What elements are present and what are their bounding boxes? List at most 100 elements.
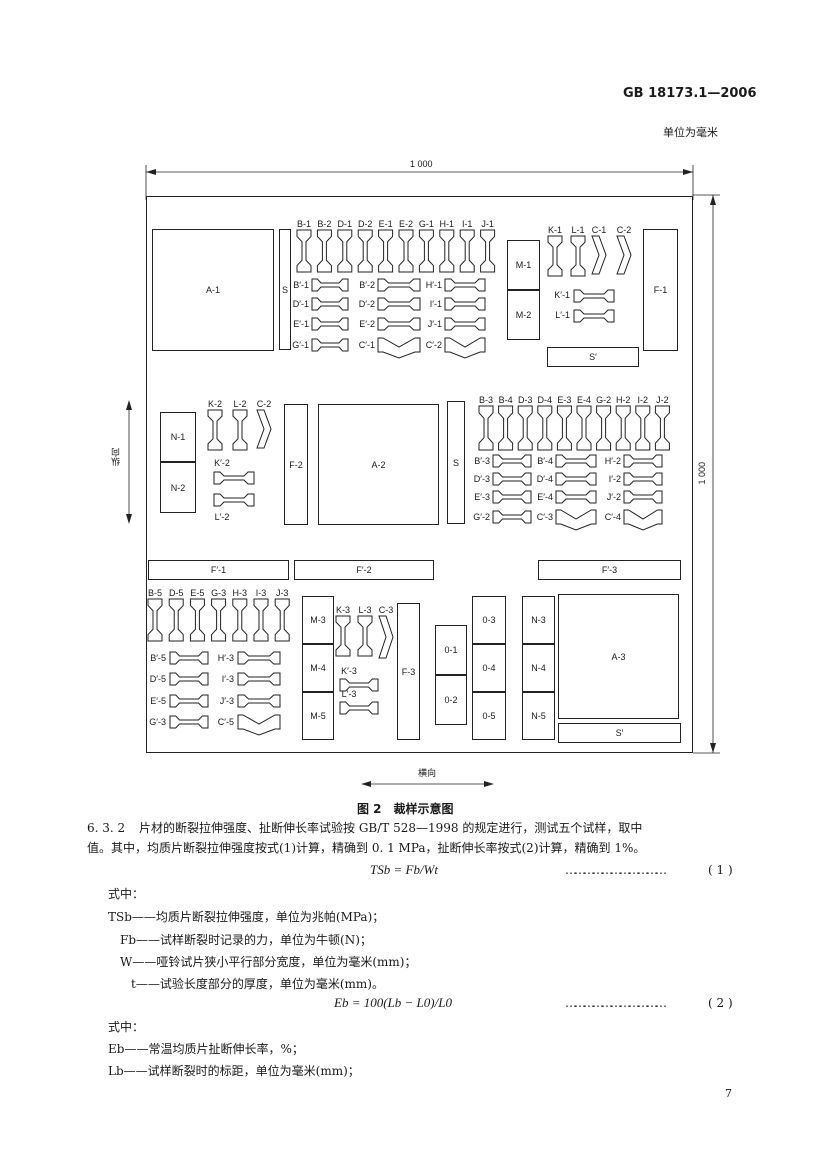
dumbbell-vertical [253,598,269,642]
dumbbell-horizontal [555,490,597,504]
dumbbell-horizontal [623,454,663,468]
specimen-label: J′-3 [220,696,234,706]
specimen-label: K′-1 [554,290,570,300]
angle-specimen-horizontal [555,509,597,531]
dumbbell-vertical [357,615,373,657]
specimen-label: G′-3 [149,717,166,727]
definition-fb: Fb——试样断裂时记录的力，单位为牛顿(N)； [120,933,372,947]
dumbbell-vertical [480,229,496,273]
specimen-label: K-2 [208,399,222,409]
dumbbell-horizontal [311,338,349,352]
specimen-label: H′-3 [218,653,234,663]
dumbbell-vertical [537,405,553,451]
dumbbell-vertical [418,229,434,273]
specimen-label: C-2 [257,399,272,409]
piece-a1: A-1 [152,229,274,351]
specimen-label: B-3 [479,395,493,405]
angle-specimen-horizontal [237,714,281,736]
dumbbell-horizontal [623,472,663,486]
definition-lb: Lb——试样断裂时的标距，单位为毫米(mm)； [108,1064,360,1078]
specimen-label: H-3 [233,588,248,598]
piece-a2: A-2 [318,404,439,525]
dumbbell-vertical [147,598,163,642]
specimen-label: G′-2 [473,512,490,522]
dumbbell-horizontal [377,297,421,311]
piece-s1: S [279,229,291,350]
dumbbell-horizontal [311,297,349,311]
dumbbell-vertical [232,409,248,451]
specimen-label: L′-2 [215,512,230,522]
specimen-label: B′-1 [293,280,309,290]
angle-specimen [378,615,394,659]
specimen-label: J′-1 [428,319,442,329]
dumbbell-vertical [378,229,394,273]
angle-specimen-horizontal [623,509,663,531]
specimen-label: H′-2 [605,456,621,466]
dumbbell-horizontal [237,694,281,708]
piece-o5: 0-5 [472,692,506,740]
angle-specimen [616,235,632,275]
specimen-label: K-1 [548,225,562,235]
specimen-label: C-2 [617,225,632,235]
formula-2-leader: …………………………… [565,996,667,1010]
dumbbell-vertical [357,229,373,273]
specimen-label: B′-2 [359,280,375,290]
formula-1-leader: …………………………… [565,863,667,877]
specimen-label: E′-4 [537,492,553,502]
piece-n1: N-1 [160,412,196,462]
specimen-label: E′-2 [359,319,375,329]
dumbbell-horizontal [555,454,597,468]
section-line-2: 值。其中，均质片断裂拉伸强度按式(1)计算，精确到 0. 1 MPa，扯断伸长率… [87,841,646,855]
dumbbell-vertical [517,405,533,451]
piece-m4: M-4 [302,644,334,692]
specimen-label: B-4 [499,395,513,405]
dumbbell-horizontal [311,317,349,331]
piece-m1: M-1 [507,240,540,290]
dumbbell-vertical [189,598,205,642]
specimen-label: E′-1 [293,319,309,329]
specimen-label: C-1 [592,225,607,235]
dumbbell-vertical [654,405,670,451]
specimen-label: H-1 [440,219,455,229]
piece-f-prime-1: F′-1 [148,560,289,580]
transverse-label: 横向 [418,768,437,778]
piece-n5: N-5 [522,692,555,740]
specimen-label: J-1 [481,219,494,229]
specimen-label: L-1 [571,225,584,235]
specimen-label: I-1 [462,219,473,229]
piece-s2: S [447,401,465,524]
dumbbell-horizontal [444,297,486,311]
specimen-label: C-3 [379,605,394,615]
specimen-label: C′-4 [605,512,621,522]
formula-1-number: ( 1 ) [708,863,733,877]
piece-o4: 0-4 [472,644,506,692]
specimen-label: I-2 [638,395,649,405]
piece-m3: M-3 [302,596,334,644]
dumbbell-horizontal [623,490,663,504]
standard-number: GB 18173.1—2006 [623,86,757,101]
definition-w: W——哑铃试片狭小平行部分宽度，单位为毫米(mm)； [120,955,417,969]
figure-dimension-lines [126,165,720,787]
specimen-label: J-3 [276,588,289,598]
specimen-label: I′-2 [609,474,621,484]
dumbbell-horizontal [169,694,209,708]
dumbbell-vertical [547,235,563,277]
piece-f2: F-2 [284,404,308,525]
dumbbell-horizontal [213,471,255,485]
dumbbell-horizontal [377,317,421,331]
specimen-label: L-3 [358,605,371,615]
specimen-label: G′-1 [292,340,309,350]
angle-specimen [591,235,607,275]
piece-o3: 0-3 [472,596,506,644]
specimen-label: E-3 [557,395,571,405]
piece-a3: A-3 [558,594,679,719]
dumbbell-vertical [478,405,494,451]
specimen-label: D-3 [518,395,533,405]
piece-o1: 0-1 [435,625,467,675]
specimen-label: H-2 [616,395,631,405]
specimen-label: K′-2 [214,458,230,468]
specimen-label: L′-3 [342,689,357,699]
specimen-label: C′-5 [218,717,234,727]
dumbbell-horizontal [213,493,255,507]
specimen-label: C′-2 [426,340,442,350]
